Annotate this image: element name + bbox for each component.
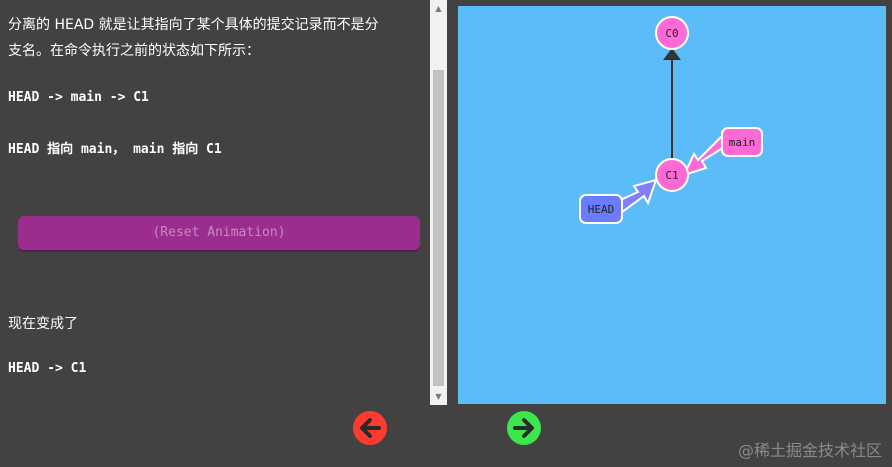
lesson-line-1: 分离的 HEAD 就是让其指向了某个具体的提交记录而不是分 — [8, 17, 379, 33]
arrow-right-icon — [507, 411, 541, 445]
commit-c1[interactable]: C1 — [655, 158, 689, 192]
commit-edge-arrow — [663, 48, 681, 60]
scroll-up-icon[interactable]: ▲ — [435, 4, 442, 13]
scroll-down-icon[interactable]: ▼ — [435, 392, 442, 401]
git-graph: C0 main HEAD C1 — [579, 16, 763, 224]
svg-text:main: main — [729, 136, 756, 149]
state-after: HEAD -> C1 — [8, 361, 87, 376]
after-intro: 现在变成了 — [8, 316, 78, 332]
watermark: @稀土掘金技术社区 — [737, 441, 882, 460]
head-arrow — [614, 178, 658, 214]
svg-text:HEAD: HEAD — [588, 203, 615, 216]
lesson-panel: 分离的 HEAD 就是让其指向了某个具体的提交记录而不是分 支名。在命令执行之前… — [0, 0, 430, 405]
commit-c0[interactable]: C0 — [655, 16, 689, 50]
arrow-left-icon — [353, 411, 387, 445]
svg-text:C0: C0 — [665, 27, 678, 40]
scroll-thumb[interactable] — [433, 70, 444, 386]
pointer-description: HEAD 指向 main， main 指向 C1 — [8, 142, 222, 157]
state-before: HEAD -> main -> C1 — [8, 90, 149, 105]
back-button[interactable] — [352, 410, 388, 446]
forward-button[interactable] — [506, 410, 542, 446]
branch-main-label[interactable]: main — [721, 127, 763, 157]
scrollbar[interactable]: ▲ ▼ — [430, 0, 447, 405]
git-graph-canvas: C0 main HEAD C1 — [458, 6, 886, 404]
svg-text:C1: C1 — [665, 169, 678, 182]
lesson-line-2: 支名。在命令执行之前的状态如下所示： — [8, 43, 260, 59]
head-label[interactable]: HEAD — [579, 194, 623, 224]
reset-animation-button[interactable]: (Reset Animation) — [18, 216, 420, 250]
